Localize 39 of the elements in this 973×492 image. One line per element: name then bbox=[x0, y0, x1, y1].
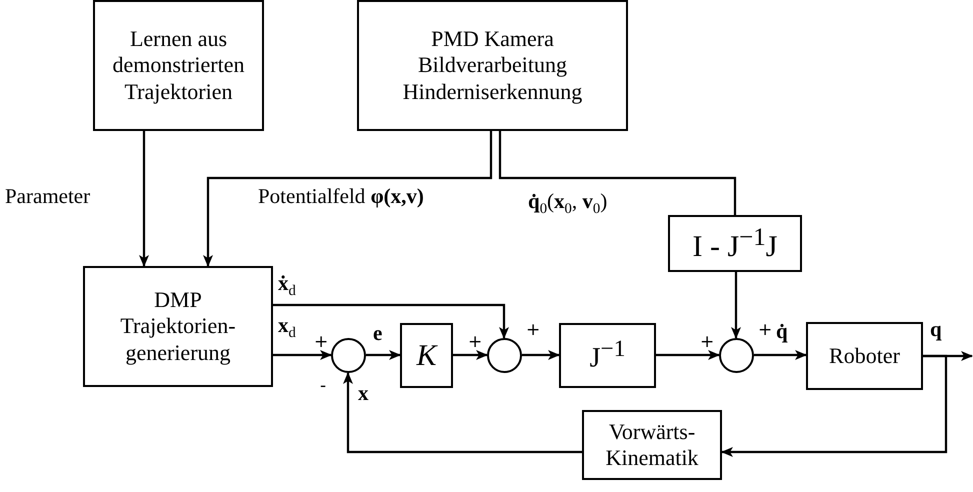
sign-label: + bbox=[468, 334, 482, 351]
summing-junction bbox=[331, 338, 366, 373]
arrow bbox=[656, 350, 720, 360]
arrow bbox=[366, 350, 401, 360]
block-box bbox=[806, 322, 923, 390]
block-box bbox=[582, 410, 722, 480]
arrow bbox=[453, 350, 488, 360]
block-box bbox=[83, 266, 273, 387]
block-text: Vorwärts-Kinematik bbox=[604, 418, 700, 472]
arrow bbox=[273, 350, 332, 360]
sign-label: + bbox=[526, 322, 540, 339]
sign-label: + bbox=[314, 334, 328, 351]
arrow bbox=[273, 304, 509, 339]
arrow bbox=[721, 354, 948, 457]
sign-label: + bbox=[700, 334, 714, 351]
connector-line bbox=[498, 131, 736, 215]
block-box bbox=[668, 215, 802, 272]
block-box bbox=[357, 0, 628, 131]
summing-junction bbox=[487, 338, 522, 373]
arrow bbox=[731, 272, 741, 339]
block-box bbox=[559, 323, 656, 388]
arrow bbox=[343, 372, 582, 454]
arrow bbox=[522, 350, 560, 360]
block-text: Roboter bbox=[829, 342, 900, 370]
block-box bbox=[400, 323, 453, 388]
sign-label: - bbox=[320, 378, 326, 395]
block-box bbox=[93, 0, 264, 131]
block-text: Lernen aus demonstrierten Trajektorien bbox=[112, 26, 246, 106]
summing-junction bbox=[719, 338, 754, 373]
edge-label: Potentialfeld φ(x,v) bbox=[258, 185, 424, 208]
sign-label: + bbox=[758, 322, 772, 339]
arrow bbox=[203, 131, 492, 267]
block-text: I - J$^{−1}$J bbox=[692, 222, 778, 264]
arrow bbox=[139, 131, 149, 267]
arrow bbox=[754, 350, 807, 360]
block-text: PMD Kamera Bildverarbeitung Hinderniserkennung bbox=[402, 26, 584, 106]
block-text: DMP Trajektorien-generierung bbox=[119, 286, 237, 366]
block-text: K bbox=[416, 338, 436, 374]
block-text: J$^{−1}$ bbox=[590, 336, 626, 375]
